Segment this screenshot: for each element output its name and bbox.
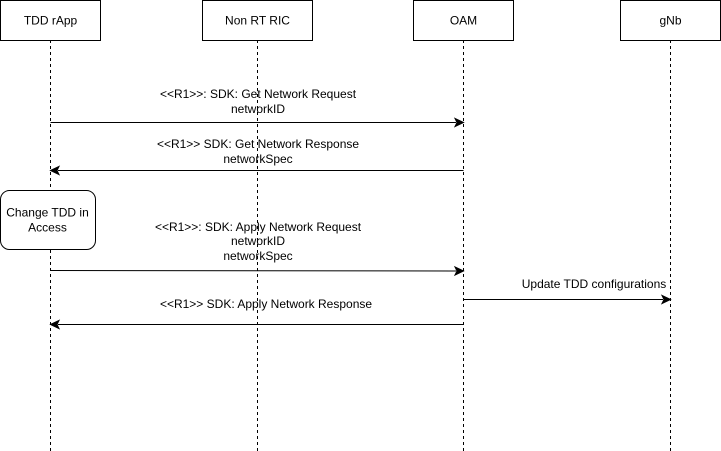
message-label-line: networkSpec bbox=[223, 249, 292, 263]
participant-gnb: gNb bbox=[620, 0, 721, 41]
message-label-line: networkID bbox=[231, 234, 285, 248]
message-label-line: <<R1>> SDK: Get Network Response bbox=[157, 137, 359, 151]
message-label-line: <<R1>>: SDK: Apply Network Request bbox=[155, 220, 362, 234]
participant-label: OAM bbox=[450, 14, 477, 28]
arrow-head-right-icon bbox=[660, 294, 672, 305]
message-get-network-response: <<R1>> SDK: Get Network Response network… bbox=[49, 137, 464, 176]
arrow-head-right-icon bbox=[453, 265, 465, 277]
participant-tdd-rapp: TDD rApp bbox=[0, 0, 101, 41]
message-arrow-line bbox=[50, 270, 457, 272]
message-label-line: <<R1>>: SDK: Get Network Request bbox=[160, 87, 357, 101]
participant-label: gNb bbox=[659, 14, 681, 28]
participant-label: Non RT RIC bbox=[225, 14, 290, 28]
message-update-tdd-configurations: Update TDD configurations bbox=[463, 277, 672, 305]
activity-note-line: Access bbox=[28, 221, 67, 235]
message-label-line: networkID bbox=[231, 102, 285, 116]
participant-label: TDD rApp bbox=[24, 14, 78, 28]
arrow-head-left-icon bbox=[49, 319, 61, 330]
activity-note-line: Change TDD in bbox=[6, 206, 89, 220]
participant-non-rt-ric: Non RT RIC bbox=[202, 0, 313, 41]
arrow-head-right-icon bbox=[453, 117, 465, 128]
message-apply-network-response: <<R1>> SDK: Apply Network Response bbox=[49, 297, 464, 330]
participant-oam: OAM bbox=[413, 0, 514, 41]
message-label-line: Update TDD configurations bbox=[522, 277, 667, 291]
activity-note-change-tdd: Change TDD in Access bbox=[0, 190, 96, 250]
message-apply-network-request: <<R1>>: SDK: Apply Network Request netwo… bbox=[50, 220, 465, 277]
arrow-head-left-icon bbox=[49, 165, 61, 176]
message-label-line: <<R1>> SDK: Apply Network Response bbox=[160, 297, 372, 311]
message-get-network-request: <<R1>>: SDK: Get Network Request network… bbox=[50, 87, 465, 128]
message-label-line: networkSpec bbox=[223, 152, 292, 166]
